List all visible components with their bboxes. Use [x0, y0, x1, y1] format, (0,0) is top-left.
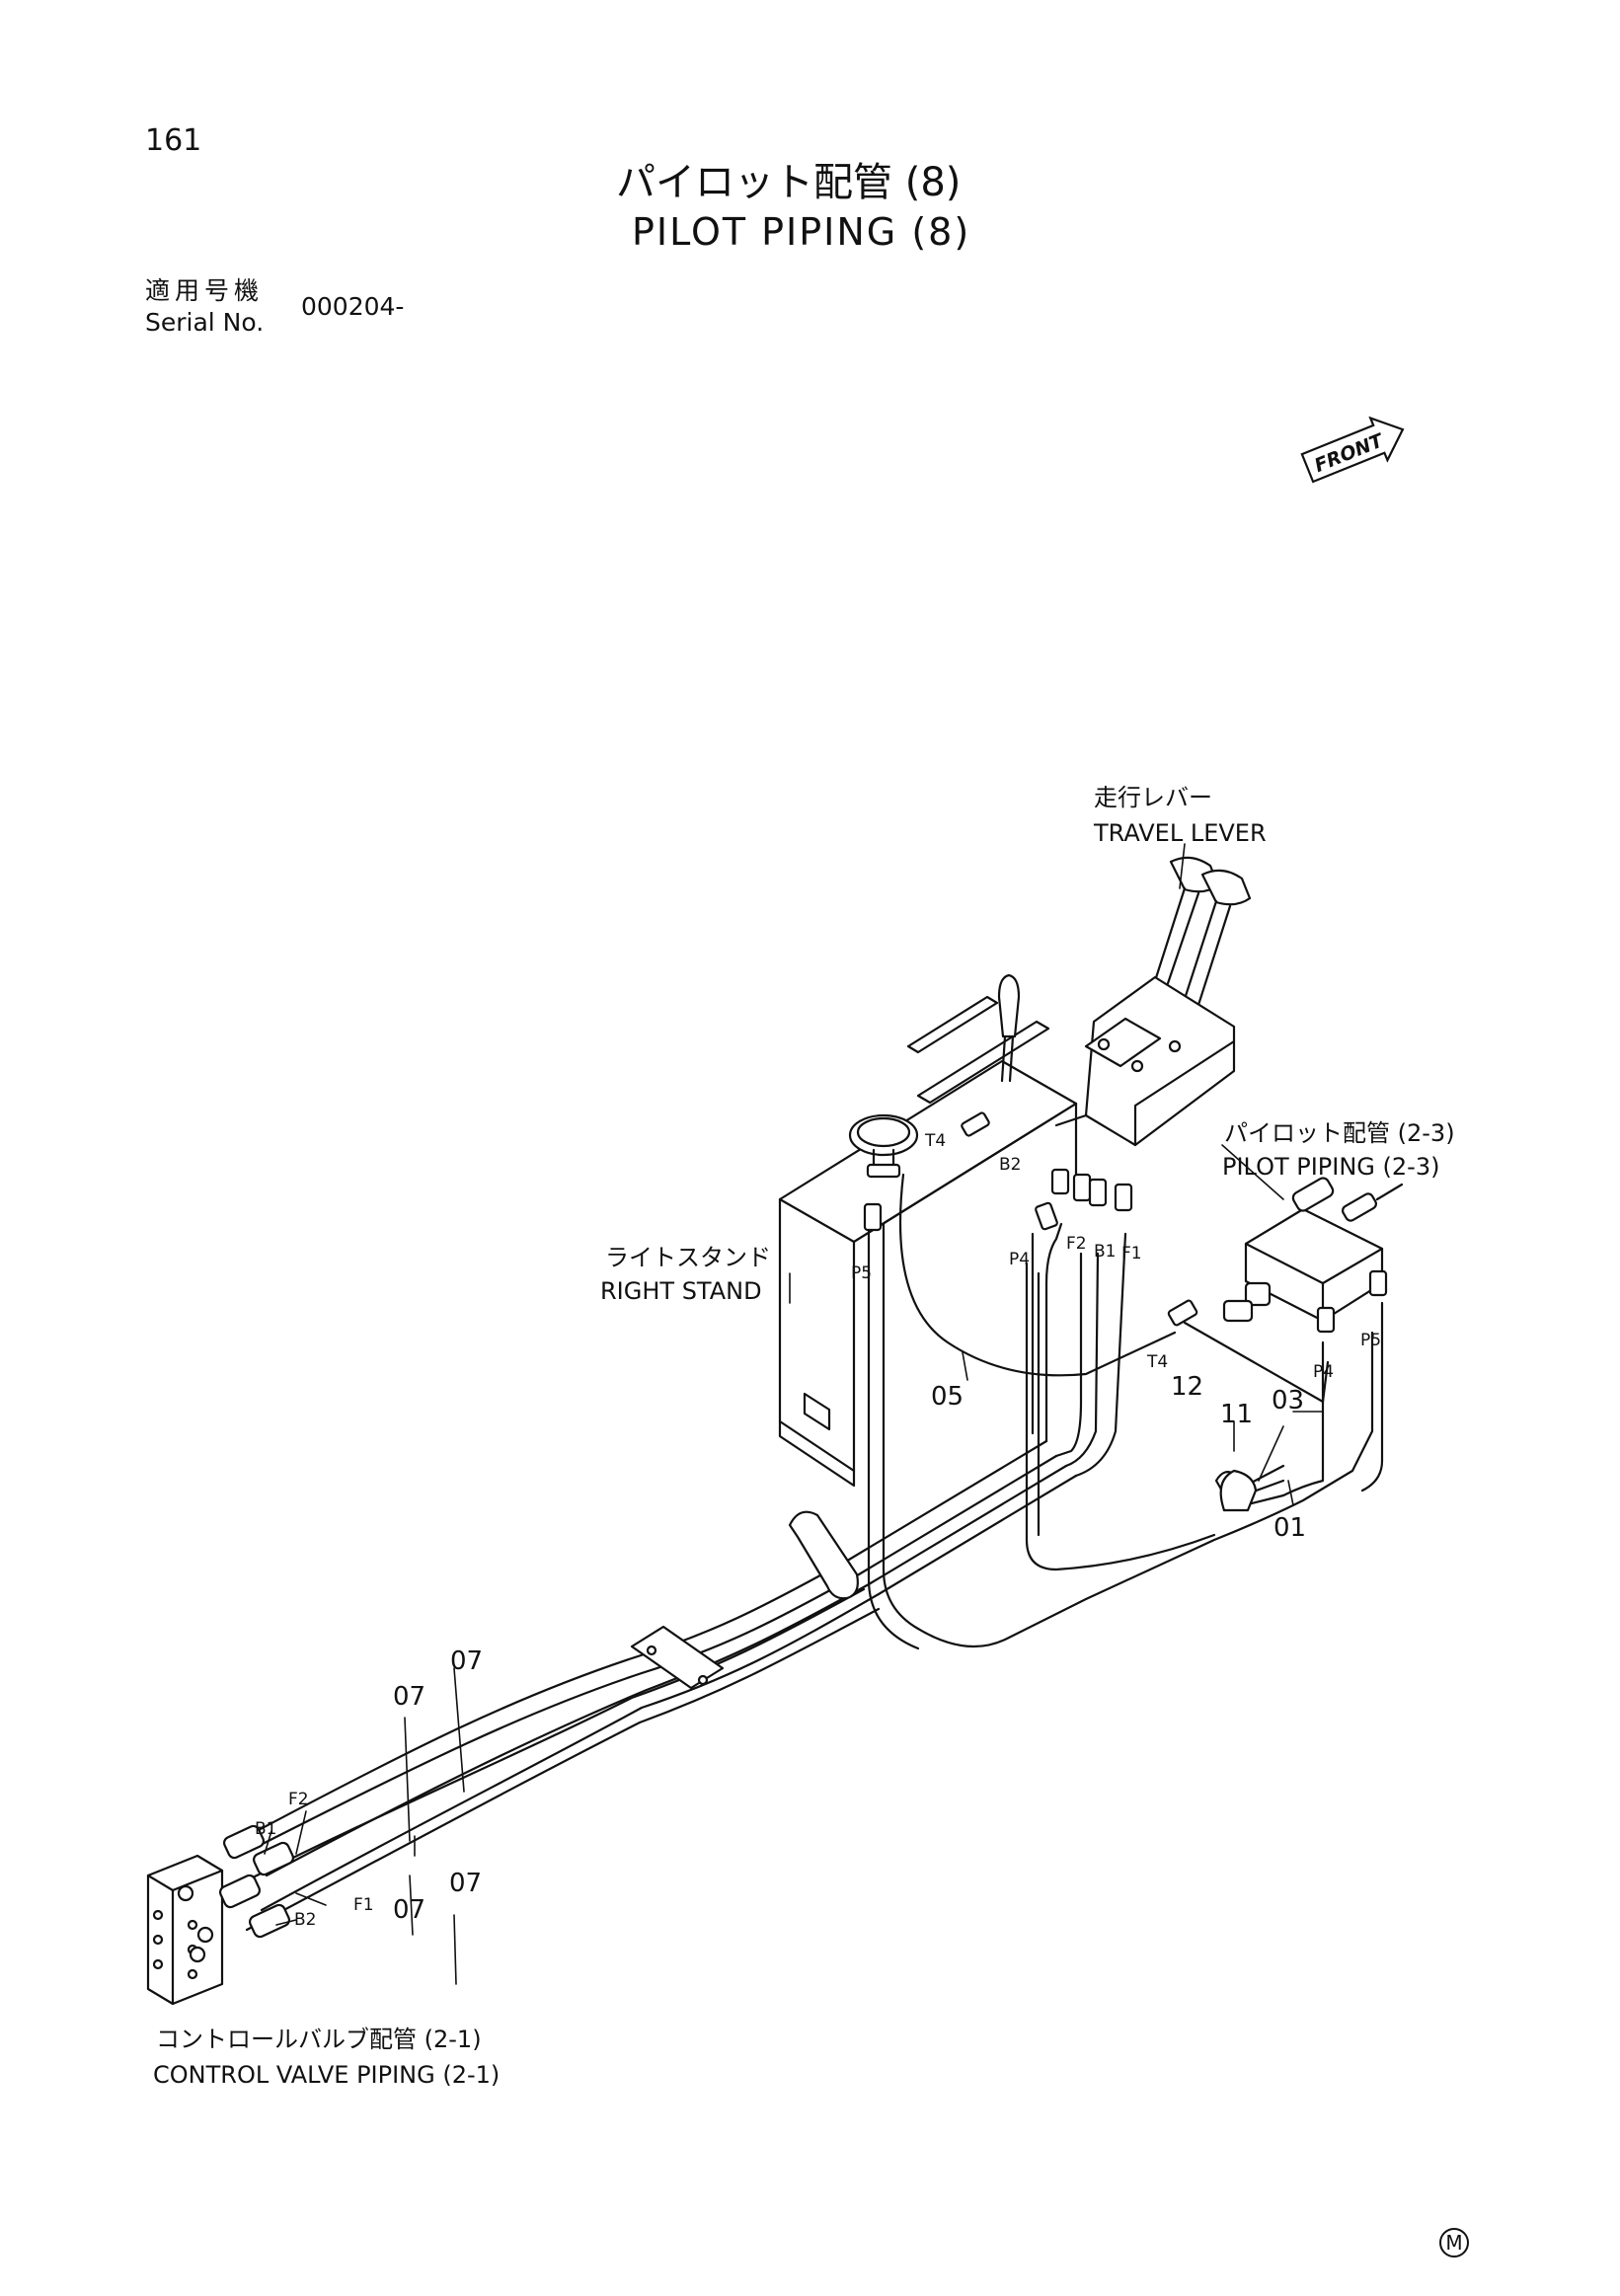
part-number-05: 05 [931, 1382, 964, 1412]
right-stand-label-en: RIGHT STAND [600, 1277, 762, 1305]
clamp-and-bolt [1214, 1464, 1285, 1512]
pilot-piping-ref-ja: パイロット配管 (2-3) [1224, 1119, 1455, 1147]
page-number: 161 [145, 123, 202, 158]
pilot-loops [867, 1173, 1384, 1650]
port-label-p5: P5 [851, 1263, 873, 1283]
hose-fittings [863, 1111, 1388, 1334]
lever-hoses [1025, 1222, 1127, 1542]
part-number-07: 07 [393, 1682, 426, 1712]
port-label-t4: T4 [925, 1131, 947, 1151]
port-label-b2: B2 [294, 1910, 317, 1930]
round-gauge [848, 1113, 919, 1179]
pilot-piping-ref-en: PILOT PIPING (2-3) [1222, 1153, 1440, 1181]
serial-label-english: Serial No. [145, 308, 265, 337]
page-title-japanese: パイロット配管 (8) [616, 160, 962, 205]
serial-label-japanese: 適用号機 [145, 276, 265, 305]
travel-lever-label-en: TRAVEL LEVER [1094, 819, 1267, 847]
control-valve-ref-en: CONTROL VALVE PIPING (2-1) [153, 2061, 501, 2089]
port-label-f2: F2 [288, 1790, 309, 1809]
footer-circle-mark: M [1439, 2228, 1469, 2258]
right-stand-label-ja: ライトスタンド [605, 1244, 771, 1271]
part-number-03: 03 [1272, 1386, 1305, 1416]
right-stand-housing [778, 995, 1078, 1488]
leader-lines [264, 843, 1324, 1985]
control-valve-block [146, 1824, 294, 2006]
part-number-07: 07 [450, 1646, 484, 1676]
hose-bundle [235, 1439, 1078, 1932]
port-label-b1: B1 [255, 1819, 277, 1839]
part-number-07: 07 [393, 1895, 426, 1925]
control-valve-ref-ja: コントロールバルブ配管 (2-1) [156, 2026, 482, 2053]
serial-number-value: 000204- [301, 292, 405, 321]
port-label-p4: P4 [1313, 1362, 1335, 1382]
port-label-f1: F1 [1121, 1244, 1142, 1263]
port-label-t4: T4 [1147, 1352, 1169, 1372]
page-title-english: PILOT PIPING (8) [632, 210, 971, 254]
port-label-p5: P5 [1360, 1331, 1382, 1350]
stand-lever [997, 973, 1021, 1083]
travel-lever-label-ja: 走行レバー [1094, 784, 1212, 811]
bundle-clamp [630, 1510, 859, 1690]
part-number-11: 11 [1220, 1400, 1254, 1429]
part-number-07: 07 [449, 1869, 483, 1898]
port-label-p4: P4 [1009, 1250, 1031, 1269]
part-number-12: 12 [1171, 1372, 1204, 1402]
part-number-01: 01 [1273, 1513, 1307, 1543]
port-label-b1: B1 [1094, 1242, 1117, 1262]
travel-lever-assembly [1054, 856, 1252, 1147]
valve-block [1222, 1177, 1404, 1323]
port-label-b2: B2 [999, 1155, 1022, 1175]
port-label-f2: F2 [1066, 1234, 1087, 1254]
port-label-f1: F1 [353, 1895, 374, 1915]
